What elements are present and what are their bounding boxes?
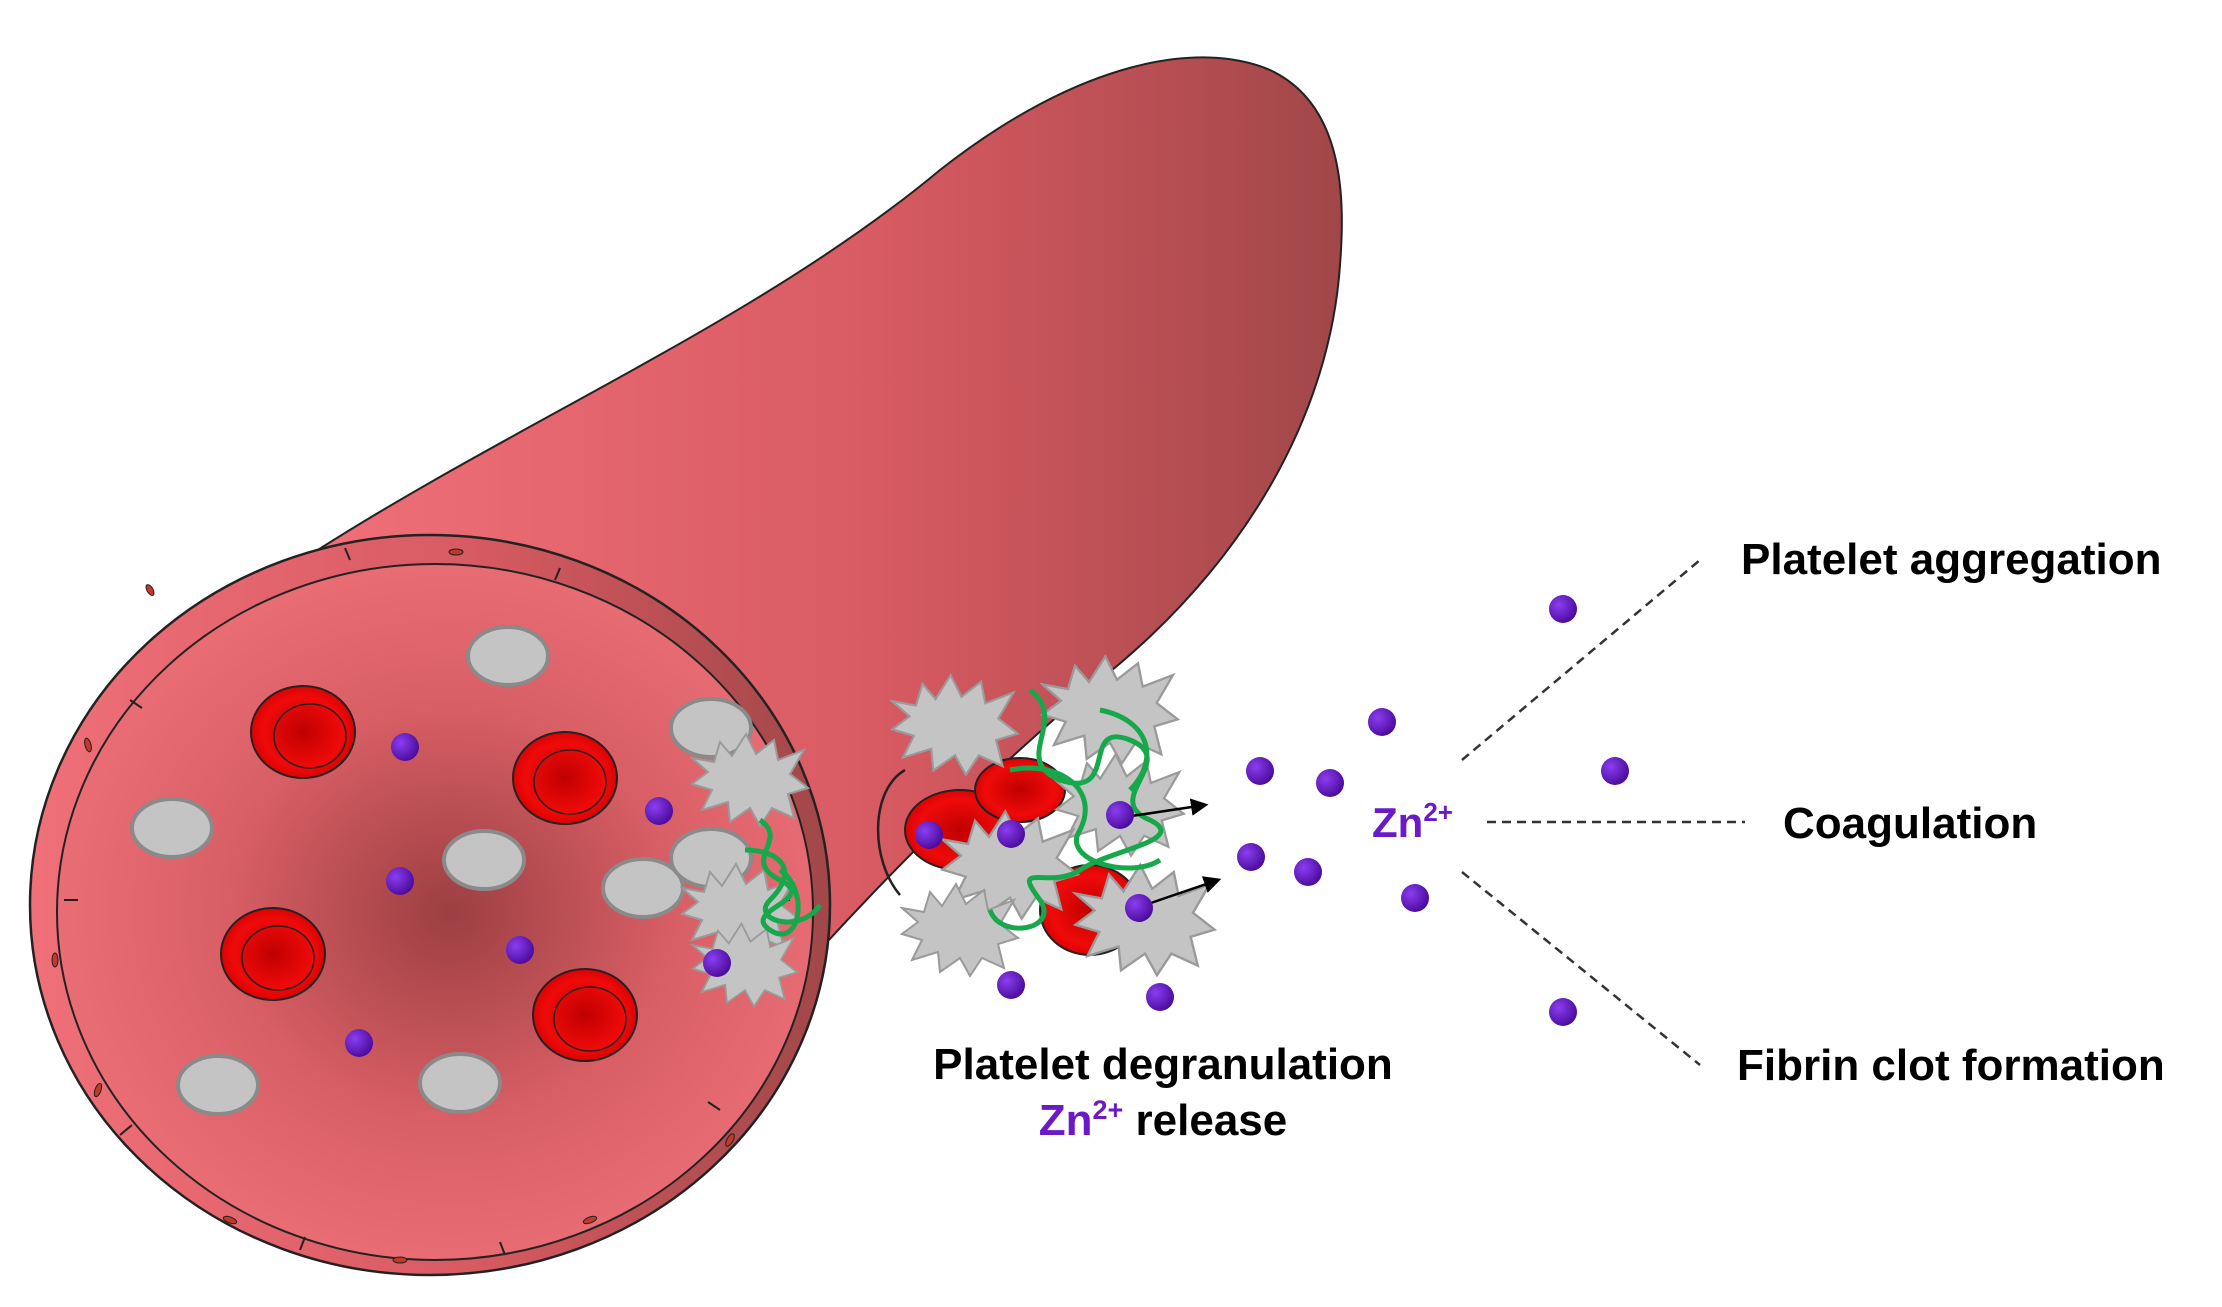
release-arrow-icon — [1144, 876, 1222, 907]
resting-platelet-icon — [418, 1052, 502, 1114]
zinc-ion-icon — [1294, 858, 1322, 886]
release-caption: Zn2+ release — [1039, 1095, 1288, 1145]
red-blood-cell-icon — [512, 731, 618, 825]
resting-platelet-icon — [442, 829, 526, 891]
zinc-ion-icon — [1601, 757, 1629, 785]
zinc-center-label: Zn2+ — [1372, 797, 1453, 846]
release-arrow-icon — [1124, 798, 1209, 819]
red-blood-cell-icon — [974, 757, 1066, 823]
zinc-ion-icon — [506, 936, 534, 964]
zinc-ion-icon — [1549, 998, 1577, 1026]
zinc-ion-icon — [386, 867, 414, 895]
zinc-ion-icon — [1237, 843, 1265, 871]
zinc-ions — [345, 595, 1629, 1057]
zinc-ion-icon — [1549, 595, 1577, 623]
zinc-ion-icon — [345, 1029, 373, 1057]
release-arrows — [1124, 798, 1222, 907]
zinc-ion-icon — [1125, 894, 1153, 922]
zinc-ion-icon — [997, 820, 1025, 848]
red-blood-cell-icon — [250, 685, 356, 779]
zinc-ion-icon — [1246, 757, 1274, 785]
zinc-ion-icon — [915, 821, 943, 849]
zinc-ion-icon — [1401, 884, 1429, 912]
red-blood-cell-icon — [532, 968, 638, 1062]
zinc-ion-icon — [997, 971, 1025, 999]
outcome-coagulation: Coagulation — [1783, 799, 2037, 848]
connectors — [1461, 559, 1745, 1066]
connector-fibrin — [1461, 871, 1701, 1066]
zinc-ion-icon — [645, 797, 673, 825]
resting-platelet-icon — [466, 625, 550, 687]
external-clot — [876, 655, 1216, 977]
fibrin-strand-icon — [744, 817, 823, 937]
resting-platelet-icon — [669, 697, 753, 759]
fibrin-strand-icon — [987, 688, 1164, 931]
lumen-clot — [681, 733, 823, 1008]
red-blood-cells — [220, 685, 638, 1062]
zinc-ion-icon — [1316, 769, 1344, 797]
outcome-platelet-aggregation: Platelet aggregation — [1741, 535, 2162, 584]
zinc-ion-icon — [1106, 801, 1134, 829]
red-blood-cell-icon — [220, 907, 326, 1001]
resting-platelet-icon — [130, 797, 214, 859]
connector-aggregation — [1461, 559, 1701, 761]
zinc-ion-icon — [391, 733, 419, 761]
degranulation-caption: Platelet degranulation — [933, 1040, 1393, 1089]
outcome-fibrin-clot-formation: Fibrin clot formation — [1737, 1041, 2165, 1090]
zinc-ion-icon — [703, 949, 731, 977]
zinc-ion-icon — [1368, 708, 1396, 736]
zinc-ion-icon — [1146, 983, 1174, 1011]
resting-platelet-icon — [176, 1054, 260, 1116]
